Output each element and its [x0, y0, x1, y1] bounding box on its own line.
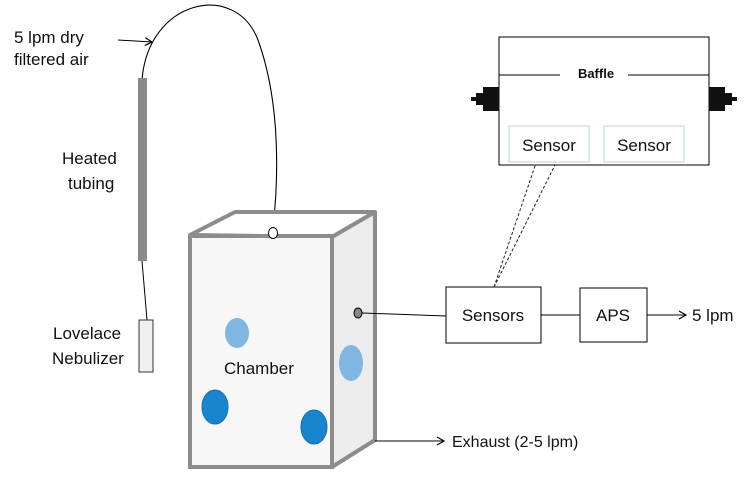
sampling-line	[361, 312, 447, 317]
nebulizer-connector	[141, 260, 148, 321]
air-tube	[141, 4, 278, 229]
sensor-left-label: Sensor	[522, 136, 576, 155]
baffle-label: Baffle	[578, 66, 614, 81]
sensor-left-box	[508, 125, 590, 163]
heated-tubing	[138, 78, 147, 261]
nebulizer	[138, 319, 154, 373]
aps-flow-label: 5 lpm	[692, 306, 734, 325]
particle-light-front	[225, 318, 249, 348]
heated-label-line2: tubing	[68, 174, 114, 193]
left-connector-icon	[471, 87, 499, 111]
sensor-right-box	[603, 125, 685, 163]
chamber-side	[330, 210, 377, 469]
exhaust-label: Exhaust (2-5 lpm)	[452, 434, 578, 451]
air-inlet-arrow	[117, 37, 154, 47]
particle-dark-left	[201, 389, 229, 425]
air-label-line1: 5 lpm dry	[14, 28, 84, 47]
aps-box	[579, 287, 648, 343]
nebulizer-label-line2: Nebulizer	[52, 349, 124, 368]
air-label-line2: filtered air	[14, 50, 89, 69]
sensors-label: Sensors	[462, 306, 524, 325]
right-connector-icon	[709, 87, 737, 111]
nebulizer-label-line1: Lovelace	[53, 324, 121, 343]
zoom-line-right	[493, 162, 557, 288]
zoom-line-left	[493, 162, 537, 288]
aps-label: APS	[596, 306, 630, 325]
sensors-box	[445, 286, 542, 344]
sampling-port	[353, 307, 363, 319]
sensor-right-label: Sensor	[617, 136, 671, 155]
particle-dark-right	[300, 409, 328, 445]
chamber-lid-port	[268, 227, 278, 239]
particle-light-side	[339, 345, 363, 381]
chamber-label: Chamber	[224, 359, 294, 378]
heated-label-line1: Heated	[62, 149, 117, 168]
